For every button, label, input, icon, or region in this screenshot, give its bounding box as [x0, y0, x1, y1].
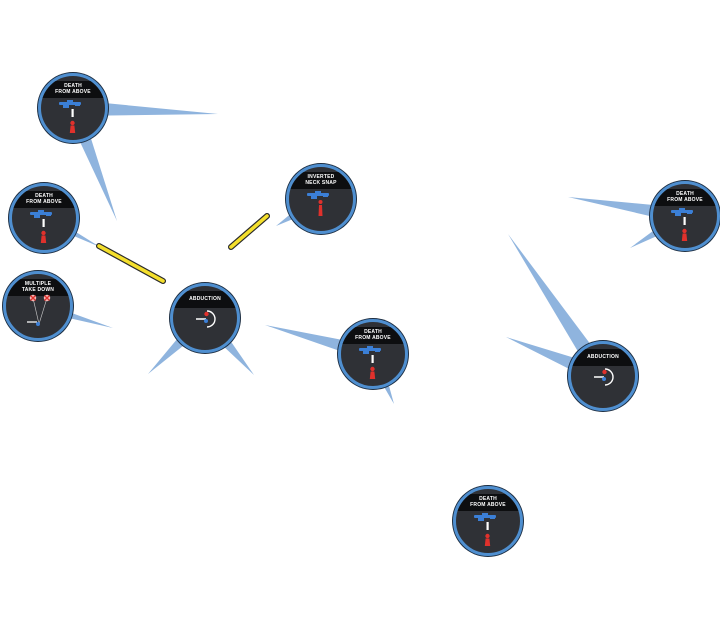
node-label-line: FROM ABOVE	[55, 89, 91, 95]
neck-snap-icon	[307, 191, 329, 216]
node-label-line: FROM ABOVE	[355, 335, 391, 341]
node-label-line: FROM ABOVE	[667, 197, 703, 203]
player-above-glyph	[671, 208, 693, 216]
pointer-spike	[508, 234, 611, 382]
enemy-glyph	[69, 120, 76, 133]
death-from-above-icon	[30, 210, 52, 243]
node-label-line: NECK SNAP	[305, 180, 337, 186]
death-from-above-icon	[359, 346, 381, 379]
multiple-takedown-icon	[27, 294, 51, 326]
player-above-glyph	[359, 346, 381, 354]
node-label-line: DEATH	[64, 83, 82, 89]
pointer-spike	[72, 100, 218, 116]
node-label-line: ABDUCTION	[587, 354, 619, 360]
node-label-line: DEATH	[35, 193, 53, 199]
abduction-icon	[196, 310, 216, 328]
player-above-glyph	[30, 210, 52, 218]
node-label-line: ABDUCTION	[189, 296, 221, 302]
enemy-glyph	[369, 366, 376, 379]
node-label-line: FROM ABOVE	[26, 199, 62, 205]
player-above-glyph	[59, 100, 81, 108]
connection-link	[228, 213, 270, 250]
connection-link	[96, 243, 166, 284]
enemy-glyph	[40, 230, 47, 243]
node-label-line: DEATH	[479, 496, 497, 502]
takedown-node[interactable]: ABDUCTION	[568, 341, 638, 411]
node-label-line: INVERTED	[307, 174, 335, 180]
node-label: ABDUCTION	[173, 291, 237, 308]
abduction-icon	[594, 368, 614, 386]
node-label-line: DEATH	[364, 329, 382, 335]
enemy-glyph	[484, 533, 491, 546]
death-from-above-icon	[474, 513, 496, 546]
death-from-above-icon	[671, 208, 693, 241]
enemy-glyph	[681, 228, 688, 241]
takedown-node[interactable]: ABDUCTION	[170, 283, 240, 353]
node-label: ABDUCTION	[571, 349, 635, 366]
player-above-glyph	[474, 513, 496, 521]
node-label-line: MULTIPLE	[24, 281, 52, 287]
node-label-line: TAKE DOWN	[21, 287, 55, 293]
death-from-above-icon	[59, 100, 81, 133]
node-label-line: DEATH	[676, 191, 694, 197]
node-label-line: FROM ABOVE	[470, 502, 506, 508]
